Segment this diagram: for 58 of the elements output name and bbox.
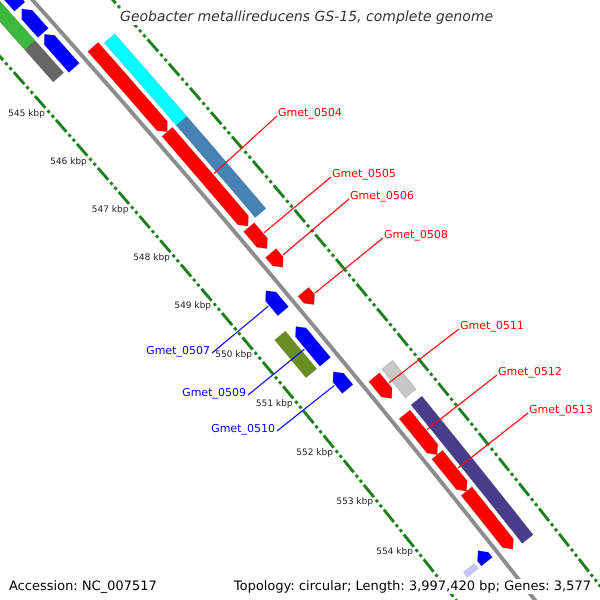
gene-block	[295, 326, 332, 367]
accession-text: Accession: NC_007517	[9, 579, 157, 594]
gene-block	[431, 450, 468, 492]
leader-line	[426, 374, 498, 430]
leader-line	[264, 176, 332, 234]
gene-block	[24, 40, 64, 83]
tick-label: 554 kbp	[376, 546, 413, 557]
tick-label: 553 kbp	[336, 497, 374, 508]
leader-line	[282, 198, 350, 256]
leader-line	[314, 238, 384, 294]
gene-label: Gmet_0511	[460, 319, 524, 332]
gene-block	[0, 0, 36, 51]
gene-block	[477, 550, 493, 567]
gene-label: Gmet_0512	[498, 365, 562, 378]
gene-block	[104, 33, 188, 126]
gene-block	[462, 562, 479, 578]
tick-label: 550 kbp	[215, 350, 252, 360]
tick-label: 547 kbp	[92, 204, 128, 215]
gene-block	[264, 248, 284, 268]
tick-label: 551 kbp	[256, 398, 293, 409]
leader-line	[213, 116, 278, 174]
gene-block	[460, 486, 514, 550]
gene-block	[161, 126, 249, 227]
gene-block	[398, 409, 438, 456]
gene-block	[176, 116, 266, 218]
tick-label: 549 kbp	[174, 301, 212, 312]
gene-label: Gmet_0507	[146, 344, 210, 357]
gene-block	[265, 290, 290, 316]
leader-line	[248, 348, 305, 396]
gene-block	[44, 34, 80, 74]
gene-label: Gmet_0508	[384, 228, 448, 241]
gene-block	[297, 286, 315, 306]
gene-block	[21, 8, 49, 38]
tick-label: 546 kbp	[50, 156, 87, 167]
gene-block	[368, 372, 392, 399]
gene-label: Gmet_0513	[529, 403, 593, 416]
leader-line	[458, 412, 528, 468]
leader-line	[276, 384, 335, 432]
gene-block	[243, 222, 268, 250]
leader-line	[212, 306, 269, 354]
gene-label: Gmet_0510	[211, 422, 275, 435]
genome-summary-text: Topology: circular; Length: 3,997,420 bp; Genes: 3,577	[234, 579, 591, 594]
title: Geobacter metallireducens GS-15, complete genome	[120, 9, 494, 25]
gene-block	[332, 371, 354, 394]
gene-block	[476, 476, 534, 544]
gene-label: Gmet_0504	[278, 106, 342, 119]
tick-label: 552 kbp	[296, 448, 333, 458]
tick-label: 548 kbp	[133, 252, 170, 263]
gene-label: Gmet_0506	[350, 189, 414, 202]
gene-block	[410, 396, 459, 450]
leader-line	[388, 328, 460, 384]
gene-label: Gmet_0509	[182, 386, 246, 399]
gene-label: Gmet_0505	[332, 167, 396, 180]
gene-block	[446, 440, 488, 486]
gene-block	[87, 42, 168, 132]
gene-block	[381, 360, 417, 399]
gene-block	[274, 330, 318, 378]
tick-label: 545 kbp	[8, 108, 45, 119]
